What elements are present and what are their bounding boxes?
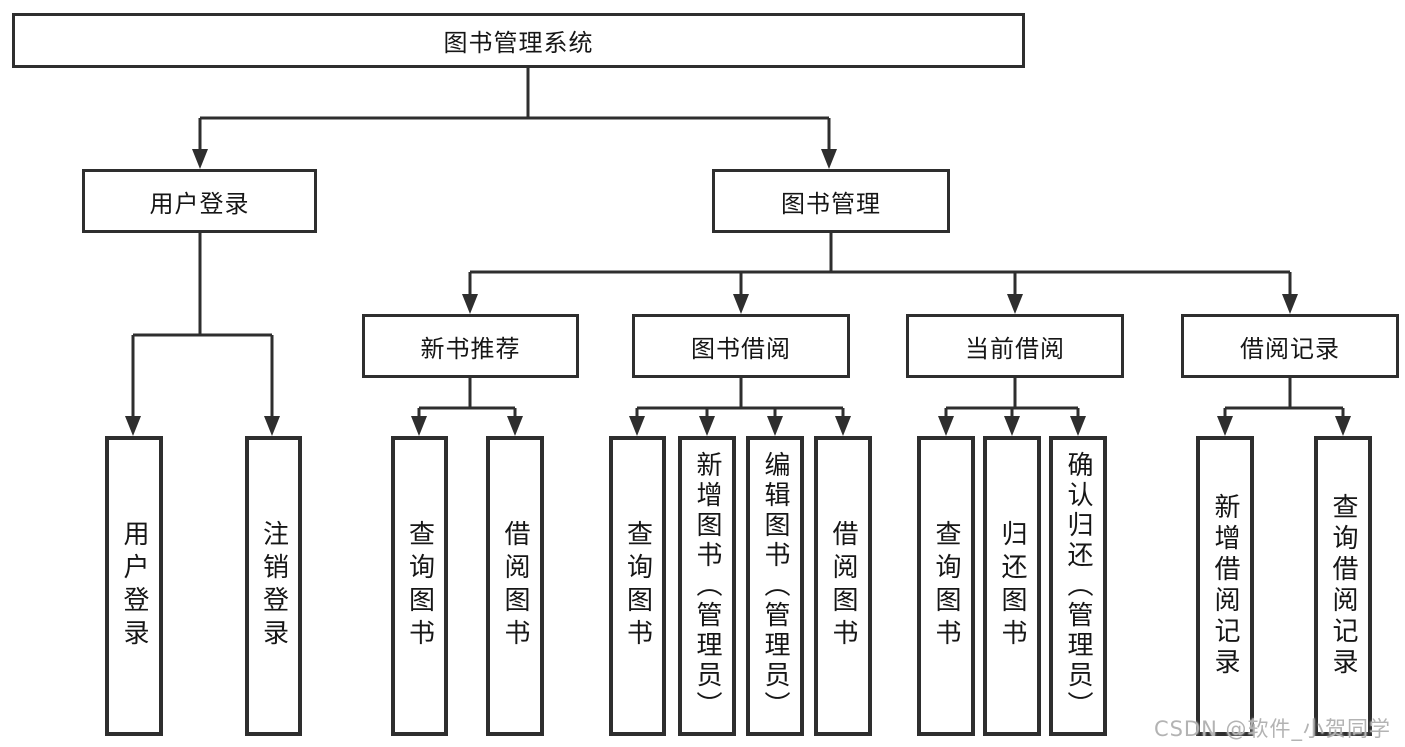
node-label: 当前借阅 [965, 334, 1065, 363]
node-label: 用户登录 [149, 189, 250, 218]
leaf-user-login: 用户登录 [105, 436, 163, 736]
leaf-bb-add-books-admin: 新增图书（管理员） [678, 436, 736, 736]
node-label: 确认归还（管理员） [1063, 451, 1093, 721]
node-user-login: 用户登录 [82, 169, 317, 233]
node-label: 注销登录 [258, 520, 289, 652]
leaf-nbr-query-books: 查询图书 [391, 436, 448, 736]
node-new-book-recommend: 新书推荐 [362, 314, 579, 378]
leaf-logout: 注销登录 [245, 436, 302, 736]
node-book-borrowing: 图书借阅 [632, 314, 850, 378]
node-library-management-system: 图书管理系统 [12, 13, 1025, 68]
connector-lines [131, 68, 1345, 421]
leaf-nbr-borrow-books: 借阅图书 [486, 436, 544, 736]
node-book-management: 图书管理 [712, 169, 950, 233]
leaf-cb-confirm-return-admin: 确认归还（管理员） [1049, 436, 1107, 736]
node-label: 图书管理系统 [443, 29, 594, 57]
leaf-bb-borrow-books: 借阅图书 [814, 436, 872, 736]
node-label: 借阅图书 [500, 520, 530, 652]
node-label: 图书管理 [781, 189, 881, 218]
node-borrowing-records: 借阅记录 [1181, 314, 1399, 378]
node-label: 查询图书 [404, 520, 435, 652]
node-label: 归还图书 [997, 520, 1027, 652]
watermark-text: CSDN @软件_小贺同学 [1153, 717, 1391, 741]
node-label: 编辑图书（管理员） [760, 451, 790, 721]
node-label: 新增借阅记录 [1210, 493, 1240, 679]
leaf-bb-edit-books-admin: 编辑图书（管理员） [746, 436, 804, 736]
arrowheads [125, 149, 1351, 436]
leaf-br-query-record: 查询借阅记录 [1314, 436, 1372, 736]
node-current-borrowing: 当前借阅 [906, 314, 1124, 378]
leaf-cb-return-books: 归还图书 [983, 436, 1041, 736]
node-label: 新书推荐 [420, 334, 521, 363]
node-label: 借阅图书 [828, 520, 858, 652]
leaf-br-add-record: 新增借阅记录 [1196, 436, 1254, 736]
node-label: 用户登录 [119, 520, 149, 652]
node-label: 借阅记录 [1240, 334, 1340, 363]
node-label: 查询图书 [622, 520, 653, 652]
leaf-cb-query-books: 查询图书 [917, 436, 975, 736]
node-label: 图书借阅 [691, 334, 791, 363]
leaf-bb-query-books: 查询图书 [609, 436, 666, 736]
node-label: 查询图书 [931, 520, 961, 652]
node-label: 查询借阅记录 [1328, 493, 1358, 679]
node-label: 新增图书（管理员） [692, 451, 722, 721]
